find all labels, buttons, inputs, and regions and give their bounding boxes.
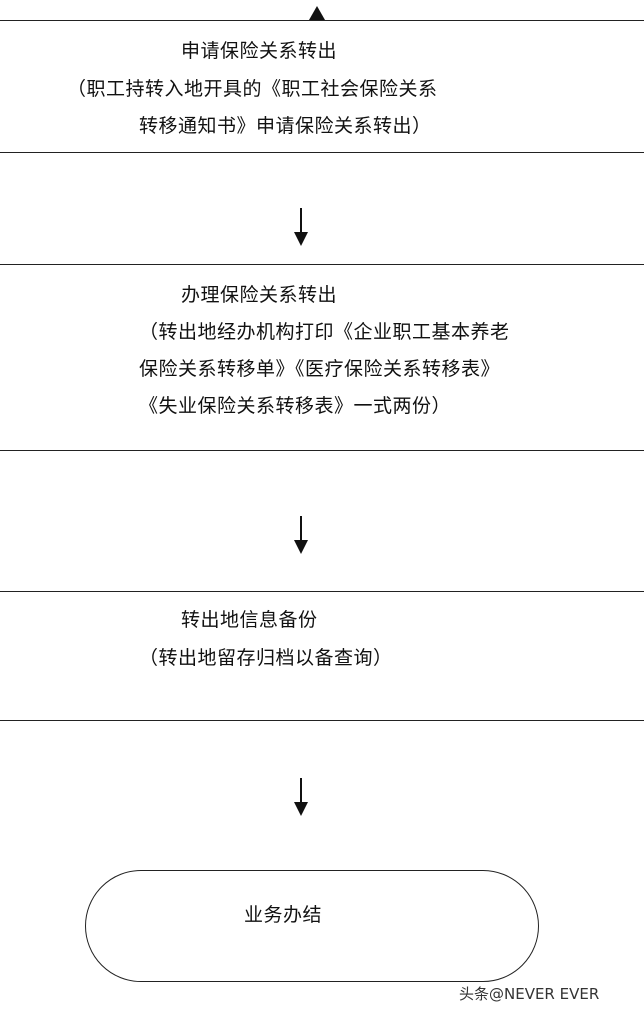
step-box-info-backup: 转出地信息备份 （转出地留存归档以备查询） xyxy=(0,591,644,721)
step-detail-line: 《失业保险关系转移表》一式两份） xyxy=(139,395,452,417)
down-arrow-icon xyxy=(294,516,308,554)
watermark-text: 头条@NEVER EVER xyxy=(459,985,600,1003)
step-detail-line: 转移通知书》申请保险关系转出） xyxy=(139,115,432,137)
step-title: 申请保险关系转出 xyxy=(181,40,338,62)
step-detail-line: 保险关系转移单》《医疗保险关系转移表》 xyxy=(139,358,501,380)
step-detail-line: （职工持转入地开具的《职工社会保险关系 xyxy=(67,78,438,100)
step-detail-line: （转出地留存归档以备查询） xyxy=(139,647,393,669)
end-terminal: 业务办结 xyxy=(85,870,539,982)
down-arrow-icon xyxy=(294,778,308,816)
end-label: 业务办结 xyxy=(244,904,323,926)
step-box-process-transfer: 办理保险关系转出 （转出地经办机构打印《企业职工基本养老 保险关系转移单》《医疗… xyxy=(0,264,644,451)
step-box-apply-transfer: 申请保险关系转出 （职工持转入地开具的《职工社会保险关系 转移通知书》申请保险关… xyxy=(0,20,644,153)
step-title: 办理保险关系转出 xyxy=(181,284,338,306)
step-title: 转出地信息备份 xyxy=(181,609,318,631)
down-arrow-icon xyxy=(294,208,308,246)
step-detail-line: （转出地经办机构打印《企业职工基本养老 xyxy=(139,321,510,343)
incoming-arrow-icon xyxy=(309,6,325,20)
